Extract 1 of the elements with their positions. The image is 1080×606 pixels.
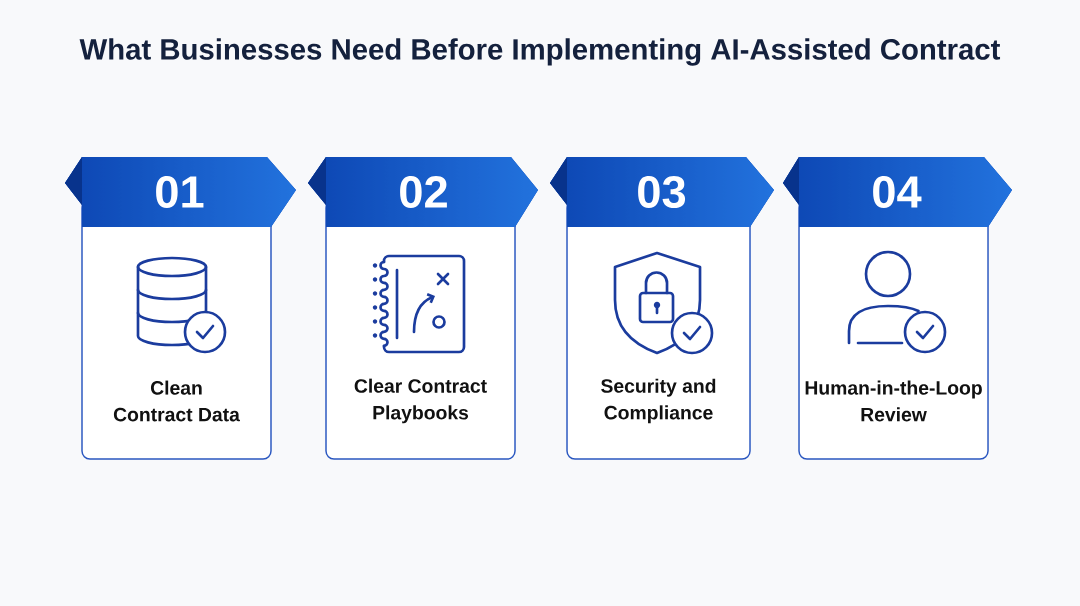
title: What Businesses Need Before Implementing AI-Assisted Contract (79, 38, 1001, 66)
